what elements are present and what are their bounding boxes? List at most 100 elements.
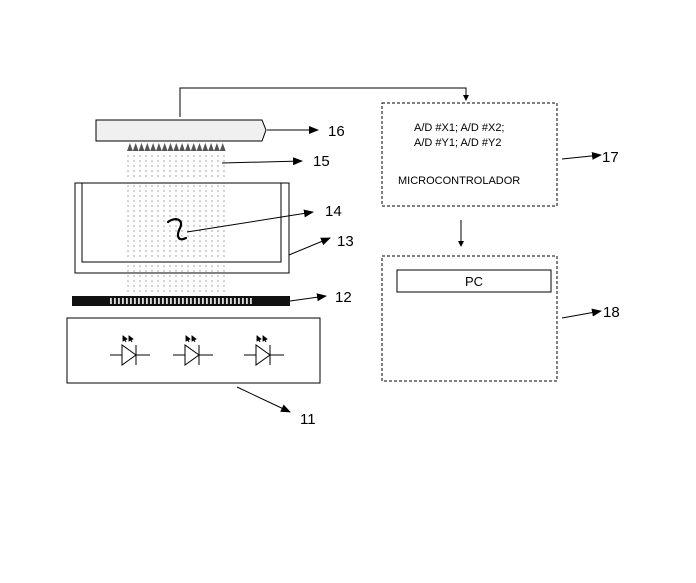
beam-dot — [223, 170, 225, 172]
grating-slit — [198, 298, 200, 304]
beam-dot — [151, 255, 153, 257]
beam-dot — [175, 225, 177, 227]
beam-dot — [133, 160, 135, 162]
beam-dot — [199, 225, 201, 227]
beam-dot — [193, 170, 195, 172]
beam-dot — [151, 235, 153, 237]
beam-dot — [193, 255, 195, 257]
beam-dot — [127, 175, 129, 177]
beam-dot — [205, 190, 207, 192]
beam-dot — [157, 200, 159, 202]
beam-dot — [205, 225, 207, 227]
grating-slit — [146, 298, 148, 304]
sensor-tooth — [214, 143, 220, 151]
grating-slit — [246, 298, 248, 304]
beam-dot — [223, 265, 225, 267]
beam-dot — [157, 165, 159, 167]
beam-dot — [181, 185, 183, 187]
beam-dot — [133, 190, 135, 192]
led-icon — [244, 335, 284, 366]
beam-dot — [169, 185, 171, 187]
beam-dot — [199, 275, 201, 277]
beam-dot — [157, 170, 159, 172]
sensor-bar — [95, 119, 267, 142]
beam-dot — [193, 280, 195, 282]
beam-dot — [199, 240, 201, 242]
beam-dot — [211, 240, 213, 242]
beam-dot — [163, 240, 165, 242]
arrow-14 — [186, 209, 314, 233]
beam-dot — [205, 175, 207, 177]
grating-slit — [150, 298, 152, 304]
beam-dot — [199, 220, 201, 222]
beam-dot — [211, 220, 213, 222]
beam-dot — [181, 250, 183, 252]
sensor-tooth — [144, 143, 151, 151]
beam-dot — [181, 240, 183, 242]
beam-dot — [193, 265, 195, 267]
beam-dot — [151, 170, 153, 172]
label-14: 14 — [325, 203, 342, 220]
beam-dot — [205, 220, 207, 222]
sample-container — [74, 182, 290, 274]
beam-dot — [193, 240, 195, 242]
beam-dot — [169, 290, 171, 292]
beam-dot — [193, 155, 195, 157]
beam-dot — [139, 270, 141, 272]
beam-dot — [211, 170, 213, 172]
beam-dot — [127, 270, 129, 272]
beam-dot — [217, 270, 219, 272]
beam-dot — [199, 175, 201, 177]
sample-particle — [166, 218, 188, 241]
beam-dot — [139, 230, 141, 232]
beam-dot — [163, 255, 165, 257]
beam-dot — [151, 225, 153, 227]
beam-dot — [139, 280, 141, 282]
beam-dot — [133, 235, 135, 237]
beam-dot — [145, 165, 147, 167]
beam-dot — [151, 195, 153, 197]
beam-dot — [145, 155, 147, 157]
label-17: 17 — [602, 149, 619, 166]
beam-dot — [223, 175, 225, 177]
beam-dot — [205, 285, 207, 287]
beam-dot — [157, 280, 159, 282]
beam-dot — [217, 235, 219, 237]
beam-dot — [169, 280, 171, 282]
beam-dot — [145, 225, 147, 227]
beam-dot — [145, 175, 147, 177]
beam-dot — [145, 200, 147, 202]
beam-dot — [133, 285, 135, 287]
beam-dot — [169, 285, 171, 287]
beam-dot — [175, 270, 177, 272]
sensor-tooth — [185, 143, 191, 151]
beam-dot — [181, 280, 183, 282]
sensor-tooth — [161, 143, 168, 151]
beam-dot — [181, 265, 183, 267]
beam-dot — [211, 275, 213, 277]
beam-dot — [217, 240, 219, 242]
beam-dot — [205, 210, 207, 212]
beam-dot — [145, 270, 147, 272]
beam-dot — [175, 265, 177, 267]
beam-dot — [145, 265, 147, 267]
microcontroller-title: MICROCONTROLADOR — [398, 175, 520, 187]
beam-dot — [151, 215, 153, 217]
beam-dot — [181, 285, 183, 287]
beam-dot — [175, 280, 177, 282]
beam-dot — [181, 195, 183, 197]
beam-dot — [139, 195, 141, 197]
microcontroller-line1: A/D #X1; A/D #X2; — [414, 122, 505, 134]
pc-box — [381, 255, 558, 382]
beam-dot — [199, 215, 201, 217]
beam-dot — [211, 200, 213, 202]
beam-dot — [139, 275, 141, 277]
beam-dot — [133, 210, 135, 212]
arrow-11 — [236, 386, 291, 413]
beam-dot — [217, 210, 219, 212]
beam-dot — [223, 285, 225, 287]
beam-dot — [127, 155, 129, 157]
beam-dot — [211, 165, 213, 167]
beam-dot — [223, 215, 225, 217]
beam-dot — [193, 275, 195, 277]
